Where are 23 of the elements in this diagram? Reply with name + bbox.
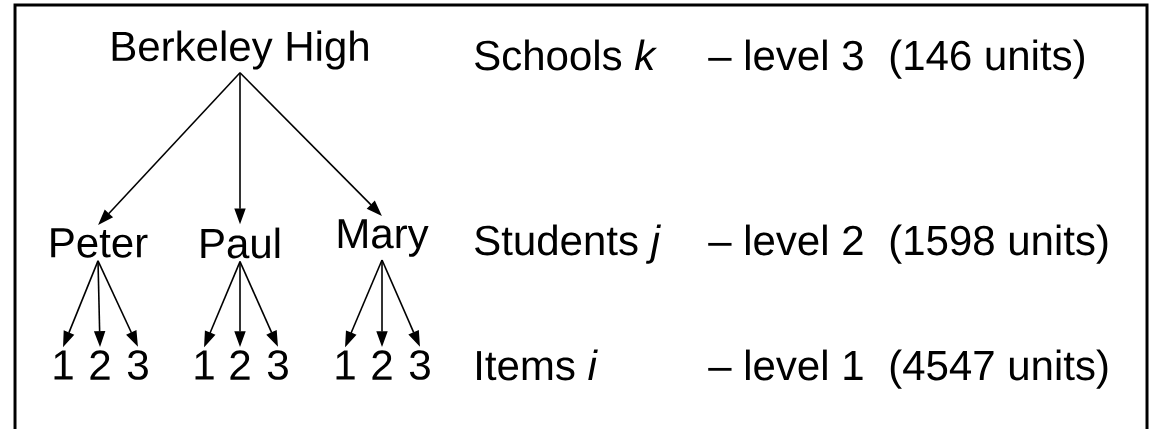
level-label: (1598 units) bbox=[890, 224, 1108, 264]
level-label: (146 units) bbox=[890, 39, 1084, 79]
level-label: (4547 units) bbox=[890, 349, 1108, 389]
item-number: 3 bbox=[409, 350, 430, 380]
item-number: 3 bbox=[127, 350, 148, 380]
level-label: Schools k bbox=[475, 39, 658, 71]
level-label: – level 1 bbox=[708, 349, 863, 381]
level-label: Items i bbox=[477, 349, 598, 381]
item-number: 2 bbox=[230, 350, 250, 380]
item-number: 2 bbox=[90, 350, 110, 380]
item-number: 1 bbox=[54, 350, 73, 380]
student-label: Paul bbox=[201, 227, 280, 259]
item-number: 1 bbox=[336, 350, 355, 380]
level-label: – level 3 bbox=[708, 39, 863, 71]
item-number: 2 bbox=[372, 350, 392, 380]
level-label: – level 2 bbox=[708, 224, 863, 256]
tree-label: Berkeley High bbox=[112, 30, 368, 70]
item-number: 3 bbox=[267, 350, 288, 380]
item-number: 1 bbox=[195, 350, 214, 380]
student-label: Mary bbox=[338, 219, 429, 257]
level-label: Students j bbox=[475, 224, 661, 264]
student-label: Peter bbox=[51, 228, 148, 258]
arrow bbox=[239, 71, 382, 216]
